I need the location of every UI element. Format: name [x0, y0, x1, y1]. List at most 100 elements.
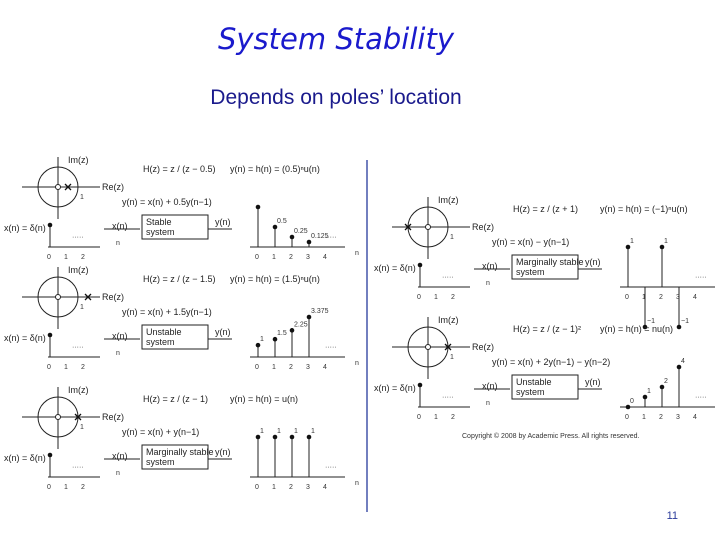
pole-marker: [74, 413, 82, 421]
input-label: x(n) = δ(n): [374, 263, 416, 273]
output-stem-dot: [642, 324, 648, 330]
output-stem-dot: [272, 336, 278, 342]
output-continuation: ·····: [695, 274, 707, 281]
output-tick-label: 1: [272, 364, 276, 371]
impulse-response-equation: y(n) = h(n) = (1.5)ⁿu(n): [230, 274, 320, 284]
output-sample-label: 1: [277, 428, 281, 435]
output-stem-dot: [642, 394, 648, 400]
system-block-label: system: [146, 337, 175, 347]
zero-marker: [425, 344, 431, 350]
block-input-label: x(n): [112, 451, 128, 461]
output-stem-dot: [625, 404, 631, 410]
imag-axis-label: Im(z): [438, 315, 459, 325]
output-continuation: ·····: [325, 464, 337, 471]
block-input-label: x(n): [482, 381, 498, 391]
system-block: [511, 374, 579, 400]
input-label: x(n) = δ(n): [4, 333, 46, 343]
input-stem-dot: [47, 222, 53, 228]
transfer-function: H(z) = z / (z − 1)²: [513, 324, 581, 334]
input-tick-label: 1: [64, 364, 68, 371]
zero-marker: [55, 184, 61, 190]
real-axis-label: Re(z): [102, 412, 124, 422]
output-sample-label: 1: [260, 336, 264, 343]
n-label: n: [116, 240, 120, 247]
output-tick-label: 2: [659, 414, 663, 421]
output-tick-label: 4: [323, 364, 327, 371]
output-tick-label: 4: [323, 484, 327, 491]
output-n-label: n: [355, 250, 359, 257]
input-tick-label: 2: [451, 414, 455, 421]
input-tick-label: 1: [434, 414, 438, 421]
output-sample-label: 1: [630, 238, 634, 245]
output-tick-label: 1: [642, 294, 646, 301]
imag-axis-label: Im(z): [68, 385, 89, 395]
output-n-label: n: [355, 360, 359, 367]
real-axis-label: Re(z): [472, 222, 494, 232]
system-block: [141, 324, 209, 350]
input-tick-label: 1: [434, 294, 438, 301]
impulse-response-equation: y(n) = h(n) = u(n): [230, 394, 298, 404]
real-axis-label: Re(z): [102, 182, 124, 192]
slide-subtitle: Depends on poles’ location: [210, 86, 462, 109]
slide-title: System Stability: [217, 22, 455, 56]
output-sample-label: 2: [664, 378, 668, 385]
unit-label: 1: [80, 424, 84, 431]
system-block-label: system: [146, 457, 175, 467]
pole-marker: [64, 183, 72, 191]
real-axis-label: Re(z): [472, 342, 494, 352]
output-sample-label: 0.5: [277, 218, 287, 225]
system-block-label: Marginally stable: [516, 257, 584, 267]
output-stem-dot: [255, 434, 261, 440]
output-sample-label: 0: [630, 398, 634, 405]
system-block-label: Stable: [146, 217, 172, 227]
impulse-response-equation: y(n) = h(n) = (−1)ⁿu(n): [600, 204, 688, 214]
unit-label: 1: [80, 304, 84, 311]
output-tick-label: 4: [693, 414, 697, 421]
input-tick-label: 0: [417, 414, 421, 421]
system-block-label: Unstable: [516, 377, 552, 387]
system-block-label: system: [516, 387, 545, 397]
output-tick-label: 3: [676, 414, 680, 421]
system-block-label: system: [146, 227, 175, 237]
input-tick-label: 2: [451, 294, 455, 301]
pole-marker: [444, 343, 452, 351]
input-continuation: ·····: [72, 464, 84, 471]
output-stem-dot: [306, 314, 312, 320]
output-sample-label: 1: [311, 428, 315, 435]
output-tick-label: 0: [255, 484, 259, 491]
output-n-label: n: [355, 480, 359, 487]
output-stem-dot: [306, 239, 312, 245]
zero-marker: [55, 414, 61, 420]
output-tick-label: 1: [272, 484, 276, 491]
output-tick-label: 0: [255, 254, 259, 261]
impulse-response-equation: y(n) = h(n) = nu(n): [600, 324, 673, 334]
output-sample-label: 1: [647, 388, 651, 395]
input-tick-label: 0: [47, 254, 51, 261]
page-number: 11: [666, 510, 678, 522]
n-label: n: [486, 400, 490, 407]
output-tick-label: 0: [255, 364, 259, 371]
system-block: [141, 214, 209, 240]
input-continuation: ·····: [72, 344, 84, 351]
output-sample-label: 3.375: [311, 308, 329, 315]
output-sample-label: −1: [647, 318, 655, 325]
unit-label: 1: [80, 194, 84, 201]
output-tick-label: 3: [306, 364, 310, 371]
transfer-function: H(z) = z / (z − 0.5): [143, 164, 216, 174]
input-stem-dot: [47, 332, 53, 338]
output-stem-dot: [272, 434, 278, 440]
unit-circle: [37, 276, 79, 318]
system-block-label: Marginally stable: [146, 447, 214, 457]
imag-axis-label: Im(z): [68, 265, 89, 275]
input-tick-label: 0: [47, 484, 51, 491]
transfer-function: H(z) = z / (z + 1): [513, 204, 578, 214]
block-output-label: y(n): [585, 257, 601, 267]
input-label: x(n) = δ(n): [4, 223, 46, 233]
imag-axis-label: Im(z): [68, 155, 89, 165]
input-tick-label: 0: [47, 364, 51, 371]
output-tick-label: 0: [625, 294, 629, 301]
input-tick-label: 2: [81, 254, 85, 261]
output-sample-label: 0.25: [294, 228, 308, 235]
zero-marker: [55, 294, 61, 300]
block-output-label: y(n): [585, 377, 601, 387]
